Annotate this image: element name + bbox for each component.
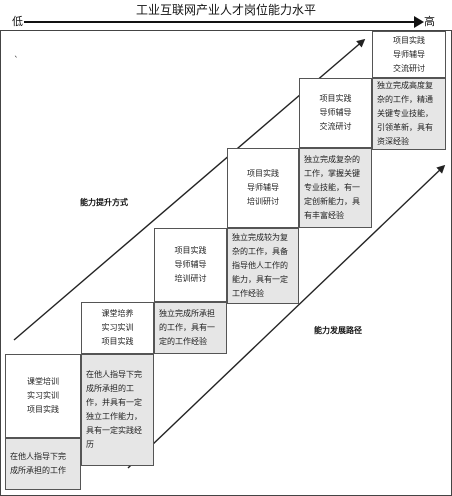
stray-mark: ` — [14, 56, 19, 66]
step-6-ability-text: 独立完成高度复 杂的工作，精通 关键专业技能， 引领革新，具有 资深经验 — [377, 81, 433, 146]
axis-low-label: 低 — [12, 15, 23, 28]
step-1-method-text: 课堂培训 实习实训 项目实践 — [27, 377, 59, 414]
step-4-ability-text: 独立完成较为复 杂的工作，具备 指导他人工作的 能力，具有一定 工作经验 — [232, 233, 288, 298]
step-4-ability-cell: 独立完成较为复 杂的工作，具备 指导他人工作的 能力，具有一定 工作经验 — [227, 228, 299, 304]
step-2-ability-text: 在他人指导下完 成所承担的工 作，并具有一定 独立工作能力， 具有一定实践经 历 — [86, 370, 142, 449]
step-2-method-text: 课堂培养 实习实训 项目实践 — [101, 309, 134, 346]
diagram-title: 工业互联网产业人才岗位能力水平 — [135, 3, 316, 17]
step-3-method-cell: 项目实践 导师辅导 培训研讨 — [154, 228, 227, 302]
step-4-method-text: 项目实践 导师辅导 培训研讨 — [247, 169, 279, 206]
level-axis-arrowhead — [414, 16, 424, 28]
step-5-method-cell: 项目实践 导师辅导 交流研讨 — [299, 78, 372, 148]
step-6-ability-cell: 独立完成高度复 杂的工作，精通 关键专业技能， 引领革新，具有 资深经验 — [372, 78, 446, 150]
step-2-ability-cell: 在他人指导下完 成所承担的工 作，并具有一定 独立工作能力， 具有一定实践经 历 — [81, 354, 154, 466]
step-6-method-cell: 项目实践 导师辅导 交流研讨 — [372, 31, 446, 78]
step-6-method-text: 项目实践 导师辅导 交流研讨 — [393, 35, 425, 73]
step-2-method-cell: 课堂培养 实习实训 项目实践 — [81, 302, 154, 354]
step-3-ability-cell: 独立完成所承担 的工作，具有一 定的工作经验 — [154, 302, 227, 354]
step-3-method-text: 项目实践 导师辅导 培训研讨 — [174, 246, 207, 283]
step-5-ability-text: 独立完成复杂的 工作，掌握关键 专业技能，有一 定创新能力，具 有丰富经验 — [304, 155, 360, 220]
step-5-ability-cell: 独立完成复杂的 工作，掌握关键 专业技能，有一 定创新能力，具 有丰富经验 — [299, 148, 372, 228]
ability-path-label: 能力发展路径 — [314, 326, 362, 335]
step-1-ability-cell: 在他人指导下完 成所承担的工作 — [5, 438, 81, 490]
step-1-method-cell: 课堂培训 实习实训 项目实践 — [5, 354, 81, 438]
level-axis-line — [24, 21, 416, 23]
step-4-method-cell: 项目实践 导师辅导 培训研讨 — [227, 148, 299, 228]
frame-border-left — [0, 30, 1, 496]
frame-border-top — [0, 30, 452, 31]
step-1-ability-text: 在他人指导下完 成所承担的工作 — [10, 452, 66, 475]
axis-high-label: 高 — [424, 15, 435, 28]
ability-path-arrow — [127, 164, 446, 469]
step-5-method-text: 项目实践 导师辅导 交流研讨 — [319, 94, 352, 131]
ability-method-label: 能力提升方式 — [80, 198, 128, 207]
step-3-ability-text: 独立完成所承担 的工作，具有一 定的工作经验 — [159, 309, 215, 346]
